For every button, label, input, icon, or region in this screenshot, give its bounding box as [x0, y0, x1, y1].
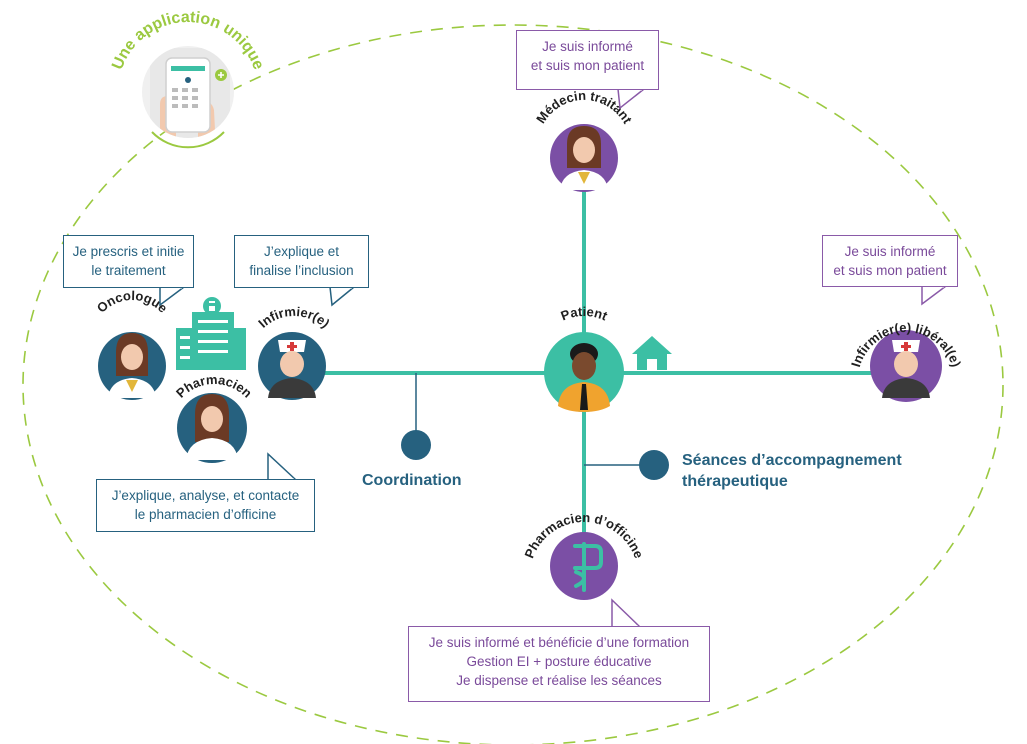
bubble-liberal-line-2: et suis mon patient [833, 263, 947, 278]
bubble-infirmier-line-2: finalise l’inclusion [249, 263, 354, 278]
bubble-infirmier: J’explique et finalise l’inclusion [234, 235, 369, 288]
bubble-officine-line-2: Gestion EI + posture éducative [466, 654, 652, 669]
home-icon [632, 336, 672, 370]
role-infirmier-label: Infirmier(e) [255, 304, 333, 331]
bubble-infirmier-liberal: Je suis informé et suis mon patient [822, 235, 958, 287]
phone-app-icon [165, 57, 211, 133]
bubble-pharmacien: J’explique, analyse, et contacte le phar… [96, 479, 315, 532]
coordination-label: Coordination [362, 472, 462, 489]
bubble-oncologue-line-2: le traitement [91, 263, 166, 278]
seances-label-line-2: thérapeutique [682, 473, 788, 490]
bubble-officine-line-1: Je suis informé et bénéficie d’une forma… [428, 635, 690, 650]
bubble-pharmacien-line-2: le pharmacien d’officine [134, 507, 277, 522]
bubble-oncologue: Je prescris et initie le traitement [63, 235, 194, 288]
avatar-pharmacien-officine [550, 532, 618, 600]
role-oncologue-label: Oncologue [94, 288, 171, 316]
caduceus-icon [573, 542, 603, 592]
seances-label: Séances d’accompagnement thérapeutique [682, 450, 902, 492]
avatar-oncologue [98, 332, 166, 400]
avatar-patient [544, 332, 624, 412]
hospital-icon [176, 297, 246, 370]
avatar-medecin [550, 124, 618, 192]
bubble-infirmier-line-1: J’explique et [263, 244, 340, 259]
coordination-dot [401, 430, 431, 460]
seances-label-line-1: Séances d’accompagnement [682, 452, 902, 469]
bubble-pharmacien-officine: Je suis informé et bénéficie d’une forma… [408, 626, 710, 702]
bubble-medecin-line-1: Je suis informé [542, 39, 633, 54]
role-patient-label: Patient [559, 304, 611, 324]
seances-dot [639, 450, 669, 480]
avatar-pharmacien [177, 393, 247, 463]
network-ellipse [22, 24, 1004, 744]
bubble-officine-line-3: Je dispense et réalise les séances [456, 673, 662, 688]
bubble-medecin-line-2: et suis mon patient [530, 58, 645, 73]
bubble-liberal-line-1: Je suis informé [844, 244, 936, 259]
avatar-infirmier [258, 332, 326, 400]
app-badge: Une application unique [109, 9, 267, 149]
bubble-oncologue-line-1: Je prescris et initie [72, 244, 185, 259]
bubble-medecin: Je suis informé et suis mon patient [516, 30, 659, 90]
bubble-pharmacien-line-1: J’explique, analyse, et contacte [111, 488, 300, 503]
avatar-infirmier-liberal [870, 330, 942, 402]
